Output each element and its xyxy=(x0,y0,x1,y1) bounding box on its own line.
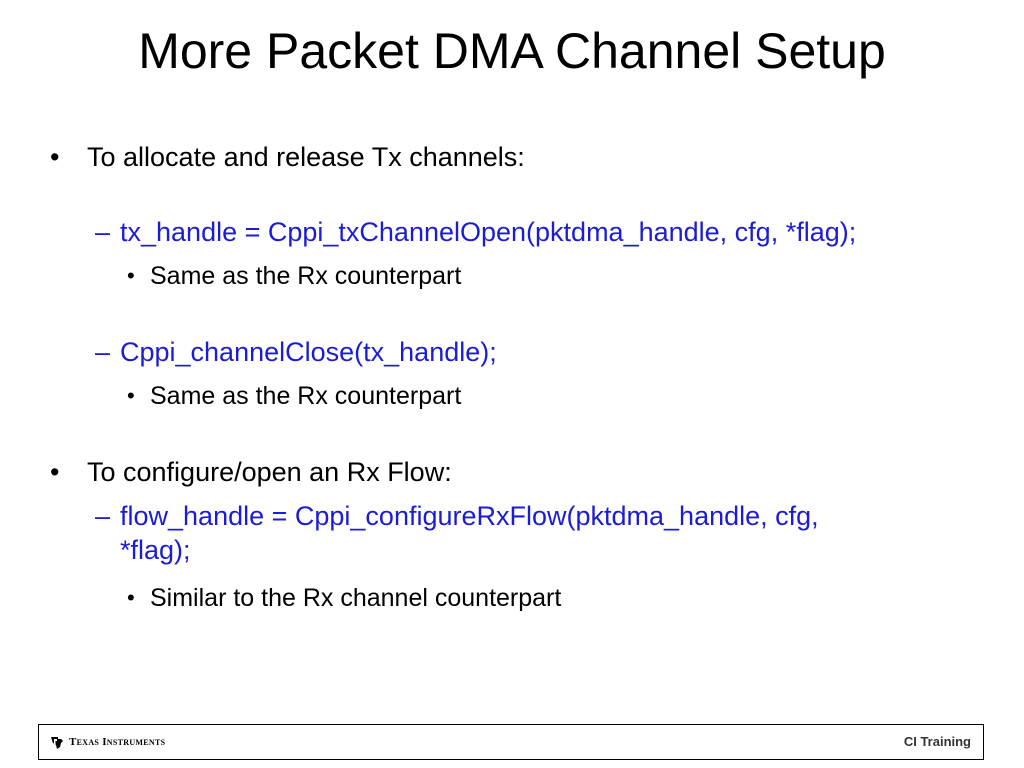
dash-marker: – xyxy=(95,217,111,247)
dash-marker: – xyxy=(95,337,111,367)
note-tx-open: Same as the Rx counterpart xyxy=(150,262,462,290)
bullet-text-configure-rx-flow: To configure/open an Rx Flow: xyxy=(87,457,452,487)
slide-title: More Packet DMA Channel Setup xyxy=(138,23,886,79)
bullet-dot: • xyxy=(50,457,60,487)
note-channel-close: Same as the Rx counterpart xyxy=(150,382,462,410)
texas-instruments-brand: Texas Instruments xyxy=(69,736,166,748)
bullet-text-allocate-tx: To allocate and release Tx channels: xyxy=(87,142,525,172)
code-configure-rx-flow-line1: flow_handle = Cppi_configureRxFlow(pktdm… xyxy=(120,501,819,531)
sub-bullet-dot: • xyxy=(127,383,135,408)
ci-training-label: CI Training xyxy=(903,734,971,749)
bullet-dot: • xyxy=(50,142,60,172)
code-configure-rx-flow-line2: *flag); xyxy=(120,535,191,565)
dash-marker: – xyxy=(95,501,111,531)
sub-bullet-dot: • xyxy=(127,585,135,610)
code-channel-close: Cppi_channelClose(tx_handle); xyxy=(120,337,497,367)
texas-instruments-logo-icon xyxy=(51,737,63,749)
code-tx-channel-open: tx_handle = Cppi_txChannelOpen(pktdma_ha… xyxy=(120,217,857,247)
sub-bullet-dot: • xyxy=(127,263,135,288)
note-rx-flow: Similar to the Rx channel counterpart xyxy=(150,584,562,612)
slide-footer: Texas Instruments CI Training xyxy=(38,724,984,760)
